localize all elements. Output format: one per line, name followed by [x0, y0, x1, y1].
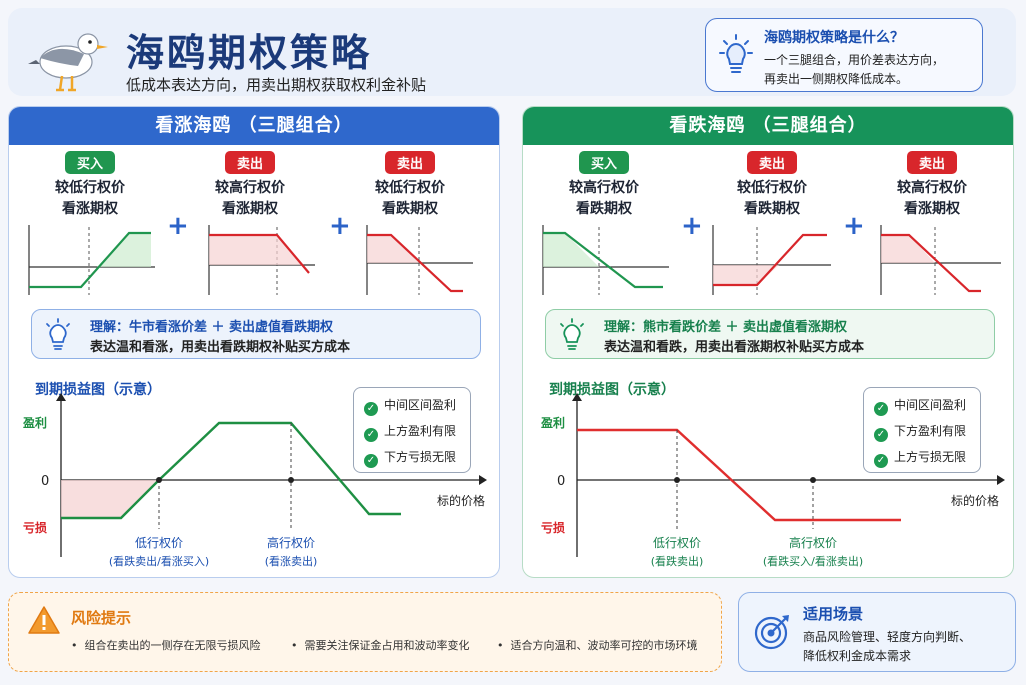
- risk-item: • 适合方向温和、波动率可控的市场环境: [497, 639, 698, 652]
- leg-name-line-1: 较低行权价: [375, 180, 445, 196]
- bull-payoff-summary: ✓中间区间盈利 ✓上方盈利有限 ✓下方亏损无限: [353, 387, 471, 473]
- use-case-line-1: 商品风险管理、轻度方向判断、: [803, 630, 972, 644]
- check-item: ✓中间区间盈利: [874, 396, 966, 416]
- short-call-payoff-diagram: [208, 225, 315, 295]
- use-case-line-2: 降低权利金成本需求: [803, 649, 912, 663]
- leg-name-line-2: 看跌期权: [382, 201, 438, 217]
- bull-insight-box: 理解：牛市看涨价差 ＋ 卖出虚值看跌期权 表达温和看涨，用卖出看跌期权补贴买方成…: [31, 309, 481, 359]
- definition-line-1: 一个三腿组合，用价差表达方向，: [764, 53, 945, 67]
- check-item: ✓下方盈利有限: [874, 422, 966, 442]
- y-label-zero: 0: [41, 474, 49, 489]
- strike-low-label: 低行权价: [653, 536, 701, 550]
- bear-insight-title: 理解：熊市看跌价差 ＋ 卖出虚值看涨期权: [604, 320, 848, 335]
- leg-name-line-1: 较低行权价: [737, 180, 807, 196]
- bull-insight-title: 理解：牛市看涨价差 ＋ 卖出虚值看跌期权: [90, 320, 334, 335]
- definition-line-2: 再卖出一侧期权降低成本。: [764, 72, 909, 86]
- leg-name-line-2: 看涨期权: [222, 201, 278, 217]
- seagull-icon: [26, 24, 110, 94]
- bull-leg-3: 卖出 较低行权价 看跌期权: [345, 151, 475, 220]
- bear-leg-2: 卖出 较低行权价 看跌期权: [707, 151, 837, 220]
- leg-name-line-2: 看跌期权: [744, 201, 800, 217]
- sell-badge: 卖出: [746, 151, 797, 174]
- long-call-payoff-diagram: [28, 225, 155, 295]
- short-call-payoff-diagram: [880, 225, 1001, 295]
- check-icon: ✓: [874, 428, 888, 442]
- short-put-payoff-diagram: [366, 225, 473, 295]
- check-item: ✓上方盈利有限: [364, 422, 456, 442]
- long-put-payoff-diagram: [542, 225, 669, 295]
- strike-low-note: (看跌卖出/看涨买入): [109, 554, 209, 568]
- plus-icon: +: [329, 211, 351, 241]
- check-icon: ✓: [364, 402, 378, 416]
- plus-icon: +: [843, 211, 865, 241]
- bull-seagull-panel: 看涨海鸥 （三腿组合） 买入 较低行权价 看涨期权 卖出 较高行权价 看涨期权 …: [8, 106, 500, 578]
- buy-badge: 买入: [64, 151, 115, 174]
- strike-high-note: (看涨卖出): [265, 554, 318, 568]
- bull-leg-2: 卖出 较高行权价 看涨期权: [185, 151, 315, 220]
- warning-icon: [27, 605, 61, 639]
- strike-low-label: 低行权价: [135, 536, 183, 550]
- y-label-profit: 盈利: [540, 415, 565, 430]
- lightbulb-icon: [42, 318, 74, 356]
- short-put-payoff-diagram: [712, 225, 831, 295]
- plus-icon: +: [681, 211, 703, 241]
- x-axis-label: 标的价格: [951, 493, 999, 508]
- sell-badge: 卖出: [384, 151, 435, 174]
- bear-pl-title: 到期损益图（示意）: [549, 382, 675, 398]
- leg-name-line-2: 看跌期权: [576, 201, 632, 217]
- bear-payoff-chart: 盈利 0 亏损 标的价格 低行权价 (看跌卖出) 高行权价 (看跌买入/看涨卖出…: [540, 393, 1005, 568]
- strike-low-note: (看跌卖出): [651, 554, 704, 568]
- leg-name-line-2: 看涨期权: [62, 201, 118, 217]
- check-icon: ✓: [874, 454, 888, 468]
- use-case-box: 适用场景 商品风险管理、轻度方向判断、 降低权利金成本需求: [738, 592, 1016, 672]
- check-item: ✓上方亏损无限: [874, 448, 966, 468]
- sell-badge: 卖出: [224, 151, 275, 174]
- strike-high-label: 高行权价: [789, 535, 837, 550]
- bear-leg-1: 买入 较高行权价 看跌期权: [539, 151, 669, 220]
- page-subtitle: 低成本表达方向，用卖出期权获取权利金补贴: [126, 76, 427, 94]
- leg-name-line-1: 较高行权价: [569, 180, 639, 196]
- buy-badge: 买入: [578, 151, 629, 174]
- leg-name-line-1: 较低行权价: [55, 180, 125, 196]
- plus-icon: +: [167, 211, 189, 241]
- check-item: ✓中间区间盈利: [364, 396, 456, 416]
- use-case-title: 适用场景: [803, 605, 864, 623]
- check-item: ✓下方亏损无限: [364, 448, 456, 468]
- leg-name-line-2: 看涨期权: [904, 201, 960, 217]
- bear-panel-heading: 看跌海鸥 （三腿组合）: [523, 107, 1013, 145]
- sell-badge: 卖出: [906, 151, 957, 174]
- lightbulb-icon: [718, 33, 754, 81]
- bear-leg-3: 卖出 较高行权价 看涨期权: [867, 151, 997, 220]
- bull-pl-title: 到期损益图（示意）: [35, 382, 161, 398]
- strike-high-label: 高行权价: [267, 535, 315, 550]
- leg-name-line-1: 较高行权价: [897, 180, 967, 196]
- bear-insight-desc: 表达温和看跌，用卖出看涨期权补贴买方成本: [604, 340, 865, 355]
- page-title: 海鸥期权策略: [126, 31, 373, 75]
- leg-name-line-1: 较高行权价: [215, 180, 285, 196]
- y-label-loss: 亏损: [23, 520, 47, 535]
- lightbulb-icon: [556, 318, 588, 356]
- risk-warning-box: 风险提示 • 组合在卖出的一侧存在无限亏损风险 • 需要关注保证金占用和波动率变…: [8, 592, 722, 672]
- check-icon: ✓: [364, 454, 378, 468]
- check-icon: ✓: [874, 402, 888, 416]
- risk-item: • 需要关注保证金占用和波动率变化: [291, 639, 470, 652]
- target-icon: [753, 613, 791, 655]
- risk-item: • 组合在卖出的一侧存在无限亏损风险: [71, 639, 261, 652]
- risk-title: 风险提示: [71, 609, 132, 627]
- y-label-zero: 0: [557, 474, 565, 489]
- bull-panel-heading: 看涨海鸥 （三腿组合）: [9, 107, 499, 145]
- strike-high-note: (看跌买入/看涨卖出): [763, 554, 863, 568]
- x-axis-label: 标的价格: [437, 493, 485, 508]
- definition-title: 海鸥期权策略是什么？: [764, 30, 904, 46]
- bear-payoff-summary: ✓中间区间盈利 ✓下方盈利有限 ✓上方亏损无限: [863, 387, 981, 473]
- y-label-loss: 亏损: [541, 520, 565, 535]
- bear-insight-box: 理解：熊市看跌价差 ＋ 卖出虚值看涨期权 表达温和看跌，用卖出看涨期权补贴买方成…: [545, 309, 995, 359]
- bear-seagull-panel: 看跌海鸥 （三腿组合） 买入 较高行权价 看跌期权 卖出 较低行权价 看跌期权 …: [522, 106, 1014, 578]
- bull-insight-desc: 表达温和看涨，用卖出看跌期权补贴买方成本: [90, 340, 351, 355]
- check-icon: ✓: [364, 428, 378, 442]
- y-label-profit: 盈利: [22, 415, 47, 430]
- bull-leg-1: 买入 较低行权价 看涨期权: [25, 151, 155, 220]
- definition-box: 海鸥期权策略是什么？ 一个三腿组合，用价差表达方向， 再卖出一侧期权降低成本。: [705, 18, 983, 92]
- bull-payoff-chart: 盈利 0 亏损 标的价格 低行权价 (看跌卖出/看涨买入) 高行权价 (看涨卖出…: [22, 393, 487, 568]
